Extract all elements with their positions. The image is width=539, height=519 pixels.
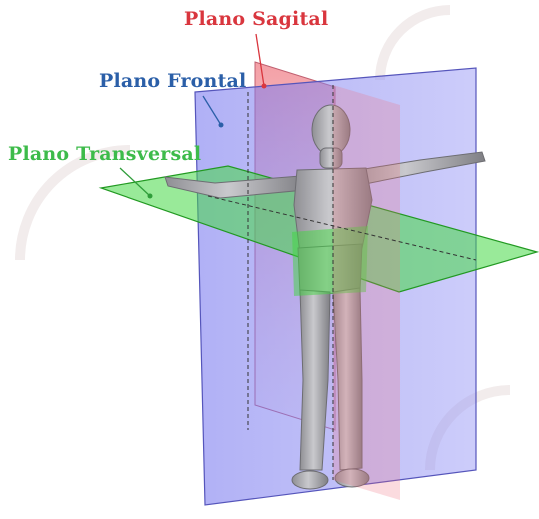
transversal-leader [119,167,151,197]
transversal-hip-tint [292,226,368,296]
intersection-lines [207,85,477,480]
transversal-plane-label: Plano Transversal [8,143,202,165]
frontal-leader [202,95,222,126]
frontal-plane-label: Plano Frontal [99,70,247,92]
sagital-body-tint [333,85,400,500]
sagital-leader [255,33,265,87]
sagital-plane-label: Plano Sagital [184,8,329,30]
